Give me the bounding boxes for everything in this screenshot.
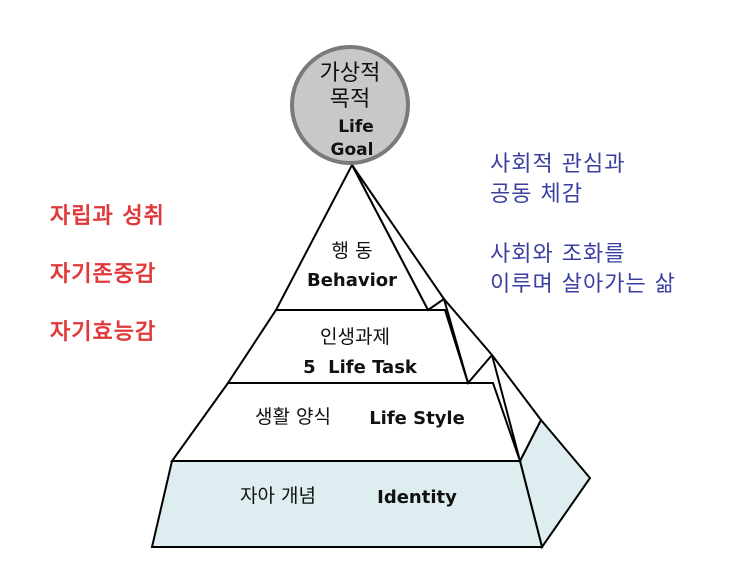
right-note-line: 사회적 관심과 [490, 152, 626, 177]
right-note-line: 사회와 조화를 [490, 242, 626, 267]
goal-line-2: 목적 [330, 87, 370, 112]
lifetask-label-en: 5 Life Task [303, 357, 418, 378]
goal-line-3: Life [338, 117, 374, 137]
right-note-harmonious-life: 사회와 조화를 이루며 살아가는 삶 [490, 240, 676, 300]
lifetask-layer-side [443, 298, 494, 386]
lifestyle-layer-front [170, 382, 522, 462]
identity-label-ko: 자아 개념 [240, 485, 316, 507]
left-note-self-efficacy: 자기효능감 [50, 320, 157, 345]
right-note-line: 공동 체감 [490, 182, 583, 207]
behavior-label-en: Behavior [307, 270, 397, 291]
identity-layer-front [150, 460, 544, 548]
behavior-layer-front [274, 162, 430, 311]
life-goal-circle [290, 45, 410, 165]
left-note-self-esteem: 자기존중감 [50, 262, 157, 287]
left-note-autonomy: 자립과 성취 [50, 204, 165, 229]
right-note-line: 이루며 살아가는 삶 [490, 272, 676, 297]
lifetask-label-ko: 인생과제 [320, 326, 390, 348]
identity-label-en: Identity [377, 487, 457, 508]
lifestyle-layer-side [491, 354, 543, 464]
behavior-label-ko: 행 동 [332, 240, 373, 262]
lifestyle-label-en: Life Style [369, 408, 465, 429]
goal-line-4: Goal [331, 140, 374, 160]
goal-line-1: 가상적 [320, 61, 381, 86]
right-note-social-interest: 사회적 관심과 공동 체감 [490, 150, 625, 210]
lifestyle-label-ko: 생활 양식 [255, 406, 331, 428]
